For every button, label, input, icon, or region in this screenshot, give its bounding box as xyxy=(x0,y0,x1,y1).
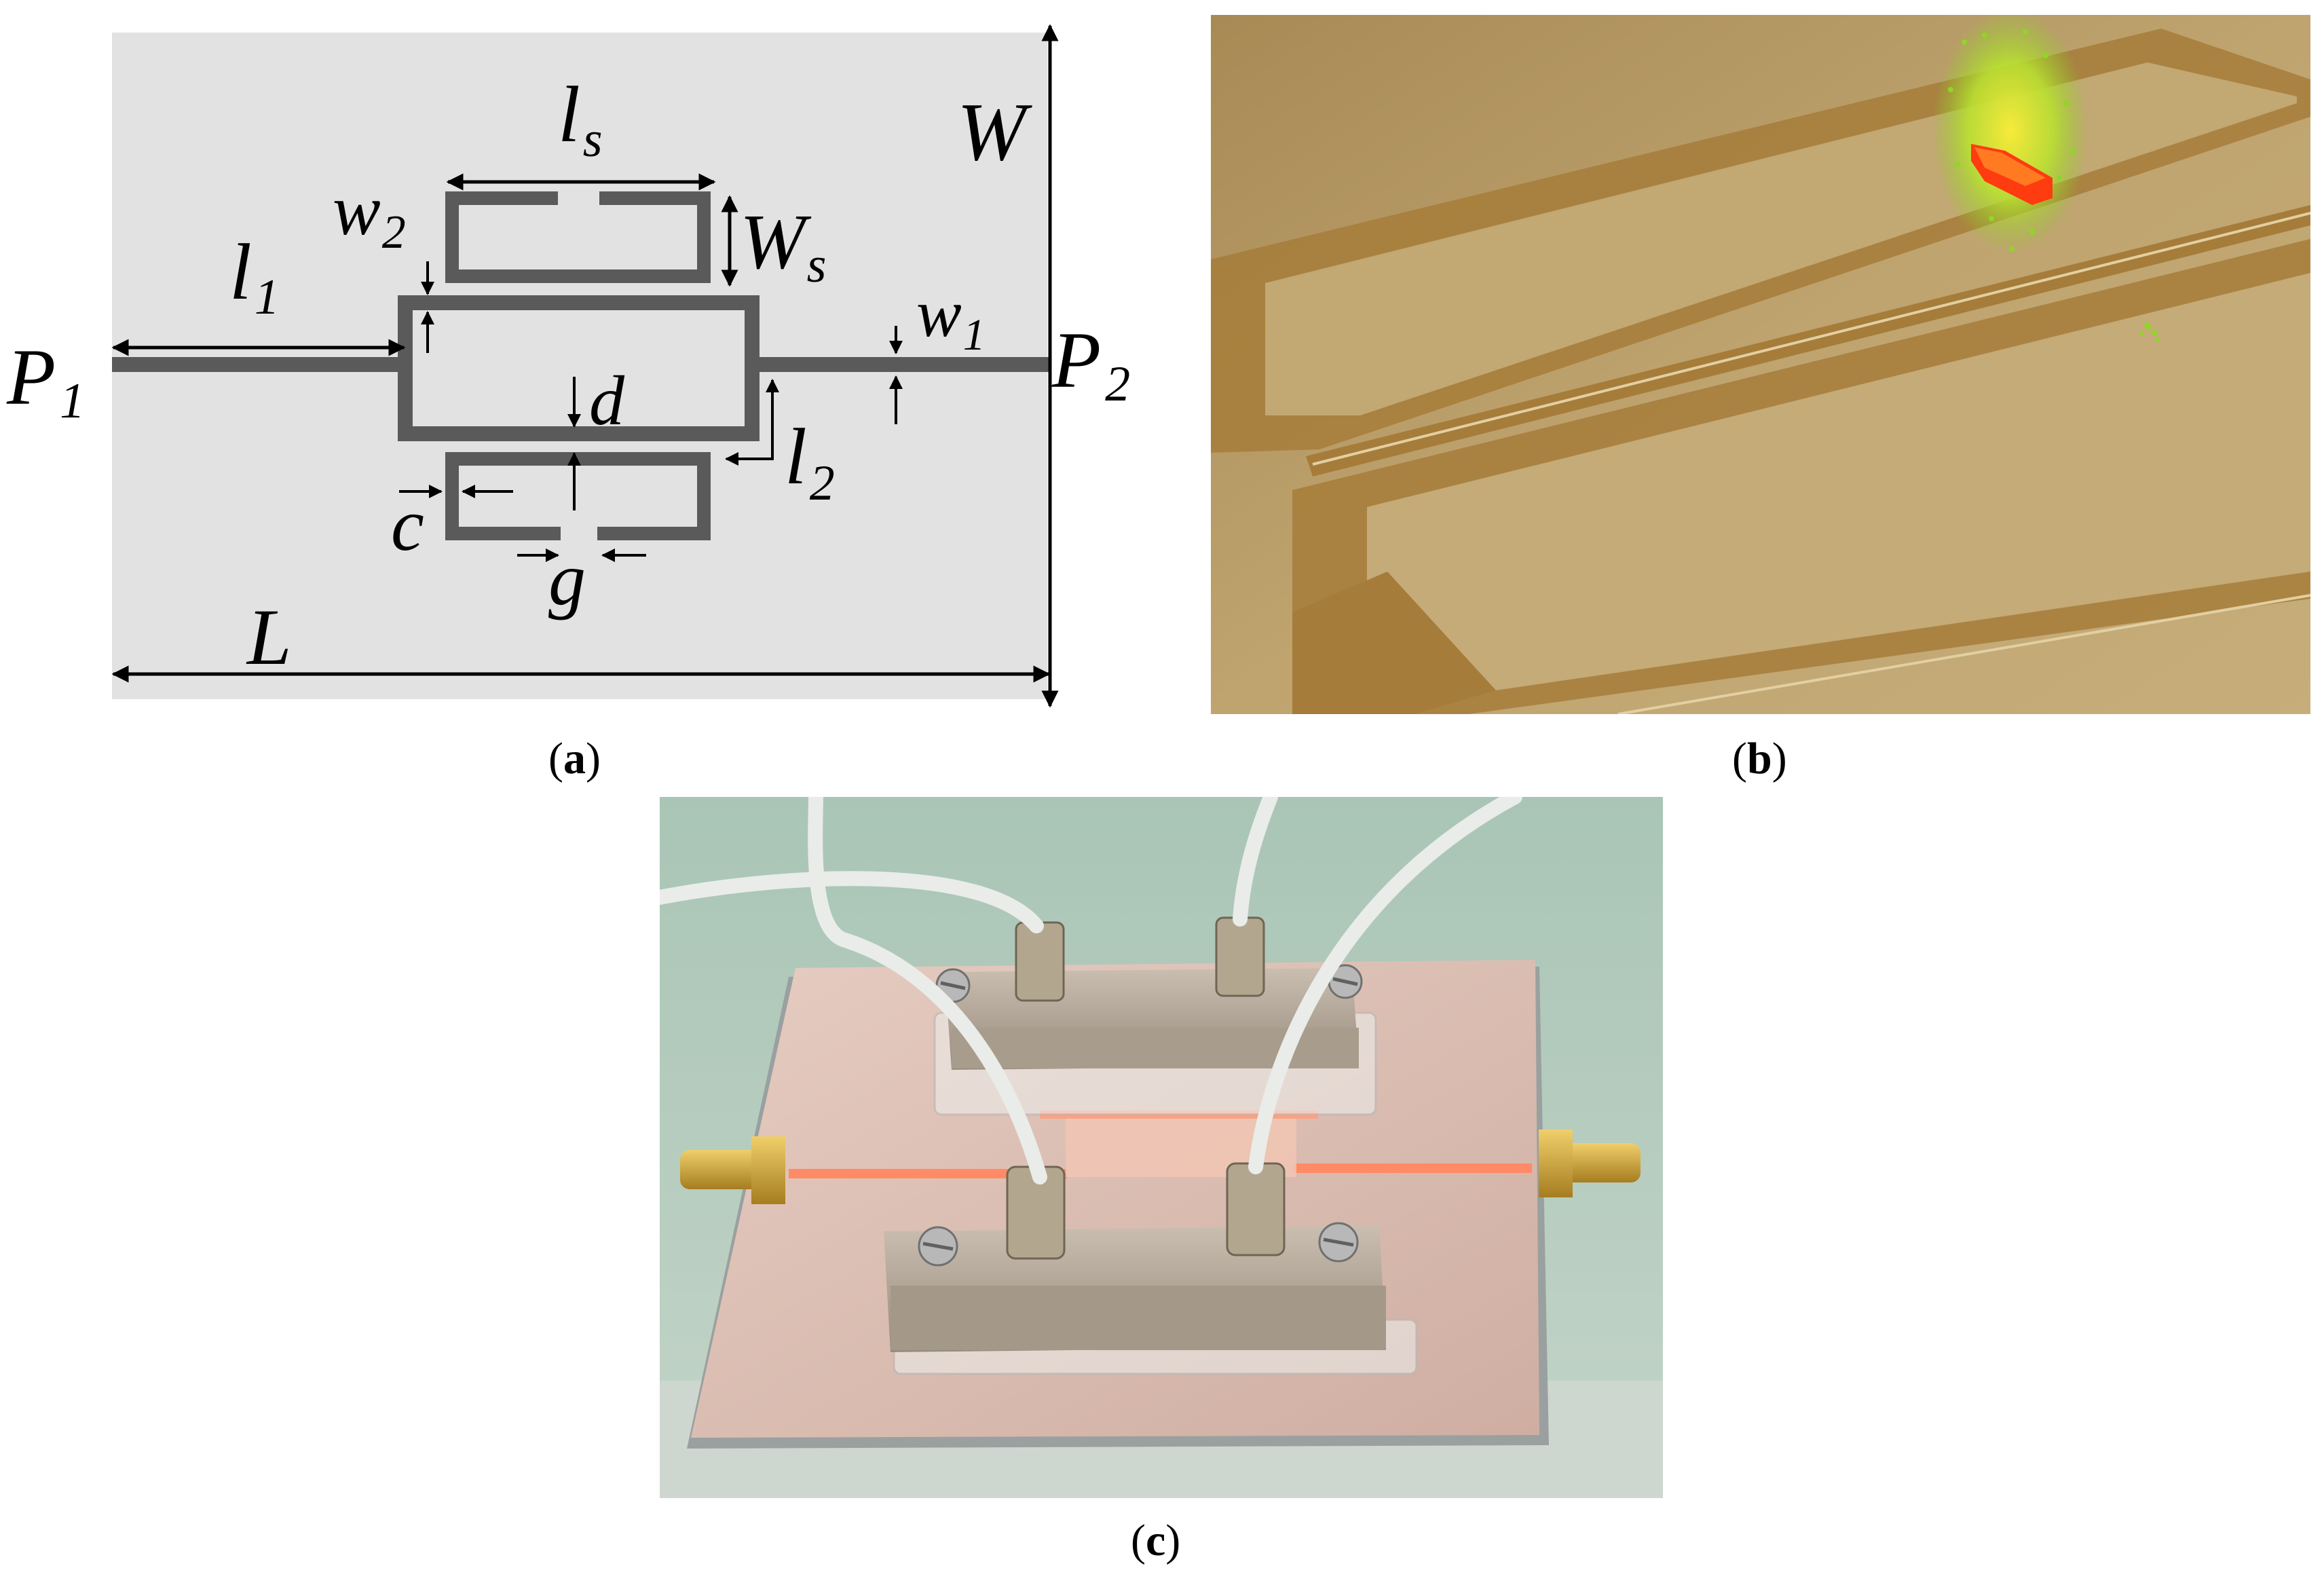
top-screw-left-slot xyxy=(940,981,966,990)
dim-l2-bracket xyxy=(725,379,779,466)
top-screw-right-slot xyxy=(1332,977,1358,986)
panel-c-photo xyxy=(660,797,1663,1498)
label-Ws: Ws xyxy=(740,199,826,293)
label-ls: ls xyxy=(558,70,603,168)
caption-a: (a) xyxy=(548,734,601,783)
label-w1: w1 xyxy=(916,276,986,360)
label-l1: l1 xyxy=(229,227,280,325)
field-glow xyxy=(1932,15,2088,253)
field-speckles xyxy=(1948,29,2076,252)
lower-ring-inner xyxy=(1367,273,2310,690)
bottom-holder-front xyxy=(891,1286,1386,1350)
device-photo xyxy=(660,797,1663,1498)
microstrip-left xyxy=(789,1169,1067,1178)
field-hotspot-core xyxy=(1971,144,2053,205)
microstrip-right xyxy=(1294,1163,1532,1173)
label-l2: l2 xyxy=(785,412,835,511)
sma-connector-left xyxy=(680,1136,785,1204)
bottom-strip-highlight xyxy=(1617,594,2310,714)
label-L: L xyxy=(246,593,292,682)
top-split-ring xyxy=(445,191,711,283)
feed-line-left xyxy=(112,357,405,372)
label-g: g xyxy=(548,538,586,620)
label-d: d xyxy=(589,362,625,440)
caption-b: (b) xyxy=(1732,734,1787,783)
main-ring-resonator xyxy=(398,295,760,441)
field-small-spot xyxy=(2140,322,2160,341)
panel-b-simulation xyxy=(1211,15,2310,714)
bottom-screw-left-slot xyxy=(922,1242,954,1251)
caption-c: (c) xyxy=(1131,1516,1181,1565)
label-P1: P1 xyxy=(6,333,85,429)
label-W: W xyxy=(957,86,1032,178)
fluid-tubes xyxy=(660,797,1522,1185)
feed-strip-highlight xyxy=(1312,212,2310,466)
schematic-diagram: P1 P2 W ls Ws w2 l1 w1 d l2 c xyxy=(6,24,1130,708)
label-P2: P2 xyxy=(1051,316,1130,412)
label-w2: w2 xyxy=(333,170,406,259)
panel-a-schematic: P1 P2 W ls Ws w2 l1 w1 d l2 c xyxy=(0,0,1181,720)
sma-connector-right xyxy=(1539,1130,1641,1197)
simulation-render xyxy=(1211,15,2310,714)
top-fitting-right xyxy=(1215,916,1265,997)
bottom-screw-right-slot xyxy=(1323,1237,1354,1247)
top-fitting-left xyxy=(1015,921,1065,1002)
feed-line-right xyxy=(752,357,1049,372)
label-c: c xyxy=(391,483,424,566)
lower-ring-gap xyxy=(1292,572,1496,714)
bottom-fitting-right xyxy=(1226,1162,1286,1256)
